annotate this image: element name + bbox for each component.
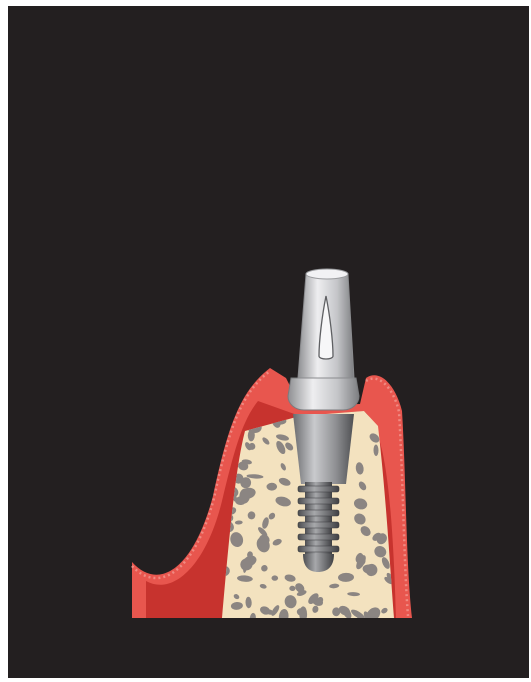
- implant-body: [293, 414, 354, 484]
- implant-thread: [298, 546, 339, 552]
- implant-thread: [298, 498, 339, 504]
- dental-implant-illustration: [8, 6, 529, 678]
- bone-pore: [299, 606, 307, 622]
- bone-pore: [272, 575, 279, 580]
- implant-thread-core: [305, 482, 332, 556]
- implant-thread: [298, 522, 339, 528]
- implant-thread: [298, 510, 339, 516]
- implant-collar: [288, 378, 359, 410]
- illustration-frame: [8, 6, 529, 678]
- implant-thread: [298, 534, 339, 540]
- implant-thread: [298, 486, 339, 492]
- abutment-top: [306, 269, 348, 279]
